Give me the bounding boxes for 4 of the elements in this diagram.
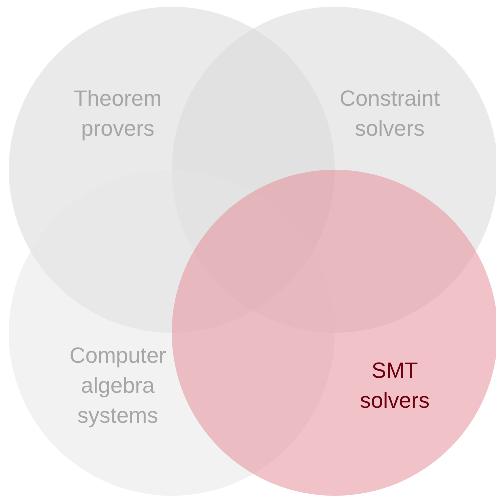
set-label: SMT solvers bbox=[359, 357, 431, 415]
set-label: Computer algebra systems bbox=[68, 342, 168, 430]
set-label: Theorem provers bbox=[72, 85, 164, 143]
set-label: Constraint solvers bbox=[338, 85, 442, 143]
